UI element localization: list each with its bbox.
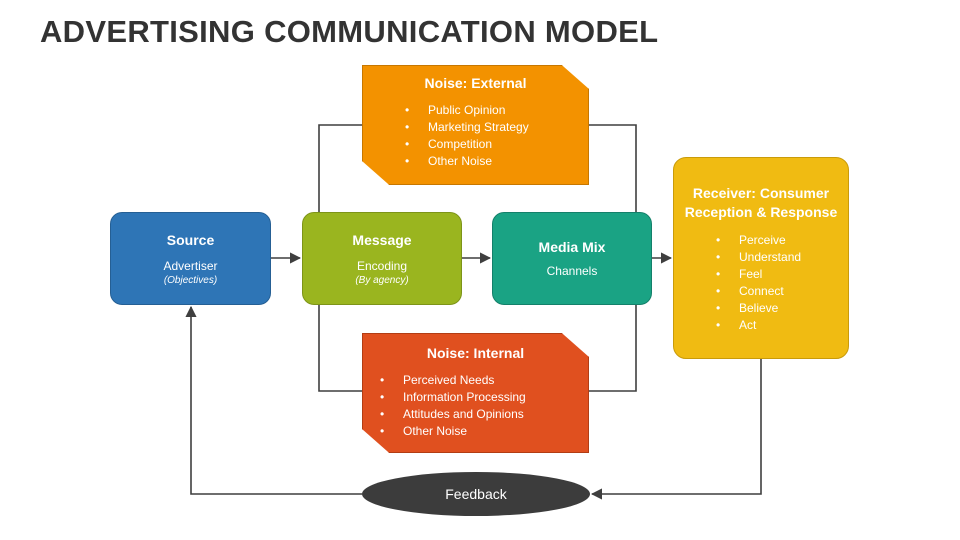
noise-internal-box: Noise: Internal Perceived Needs Informat…	[362, 333, 589, 453]
noise-external-heading: Noise: External	[424, 75, 527, 91]
list-item: Perceive	[716, 232, 848, 249]
source-box: Source Advertiser (Objectives)	[110, 212, 271, 305]
list-item: Understand	[716, 249, 848, 266]
line-noise-external-left	[318, 124, 362, 212]
media-mix-heading: Media Mix	[538, 239, 606, 255]
list-item: Attitudes and Opinions	[380, 406, 588, 423]
receiver-heading-line1: Receiver: Consumer	[692, 185, 830, 201]
list-item: Feel	[716, 266, 848, 283]
list-item: Marketing Strategy	[405, 119, 588, 136]
receiver-heading-line2: Reception & Response	[684, 204, 838, 220]
list-item: Perceived Needs	[380, 372, 588, 389]
message-label: Encoding	[356, 259, 408, 273]
message-box: Message Encoding (By agency)	[302, 212, 462, 305]
feedback-label: Feedback	[445, 486, 507, 502]
message-note: (By agency)	[355, 275, 409, 286]
list-item: Believe	[716, 300, 848, 317]
arrow-feedback-to-source	[185, 305, 362, 495]
list-item: Public Opinion	[405, 102, 588, 119]
message-heading: Message	[352, 232, 412, 248]
list-item: Connect	[716, 283, 848, 300]
source-label: Advertiser	[163, 259, 218, 273]
source-heading: Source	[166, 232, 215, 248]
line-noise-internal-right	[589, 305, 637, 392]
list-item: Other Noise	[380, 423, 588, 440]
receiver-list: Perceive Understand Feel Connect Believe…	[716, 232, 848, 334]
line-noise-external-right	[589, 124, 637, 212]
list-item: Other Noise	[405, 153, 588, 170]
source-note: (Objectives)	[163, 275, 218, 286]
media-mix-box: Media Mix Channels	[492, 212, 652, 305]
arrow-receiver-to-feedback	[590, 359, 762, 500]
list-item: Information Processing	[380, 389, 588, 406]
media-mix-label: Channels	[546, 264, 598, 278]
noise-internal-list: Perceived Needs Information Processing A…	[380, 372, 588, 440]
noise-external-box: Noise: External Public Opinion Marketing…	[362, 65, 589, 185]
noise-internal-heading: Noise: Internal	[426, 345, 525, 361]
feedback-ellipse: Feedback	[362, 472, 590, 516]
list-item: Competition	[405, 136, 588, 153]
page-title: ADVERTISING COMMUNICATION MODEL	[40, 14, 659, 49]
list-item: Act	[716, 317, 848, 334]
receiver-box: Receiver: Consumer Reception & Response …	[673, 157, 849, 359]
line-noise-internal-left	[318, 305, 362, 392]
noise-external-list: Public Opinion Marketing Strategy Compet…	[405, 102, 588, 170]
